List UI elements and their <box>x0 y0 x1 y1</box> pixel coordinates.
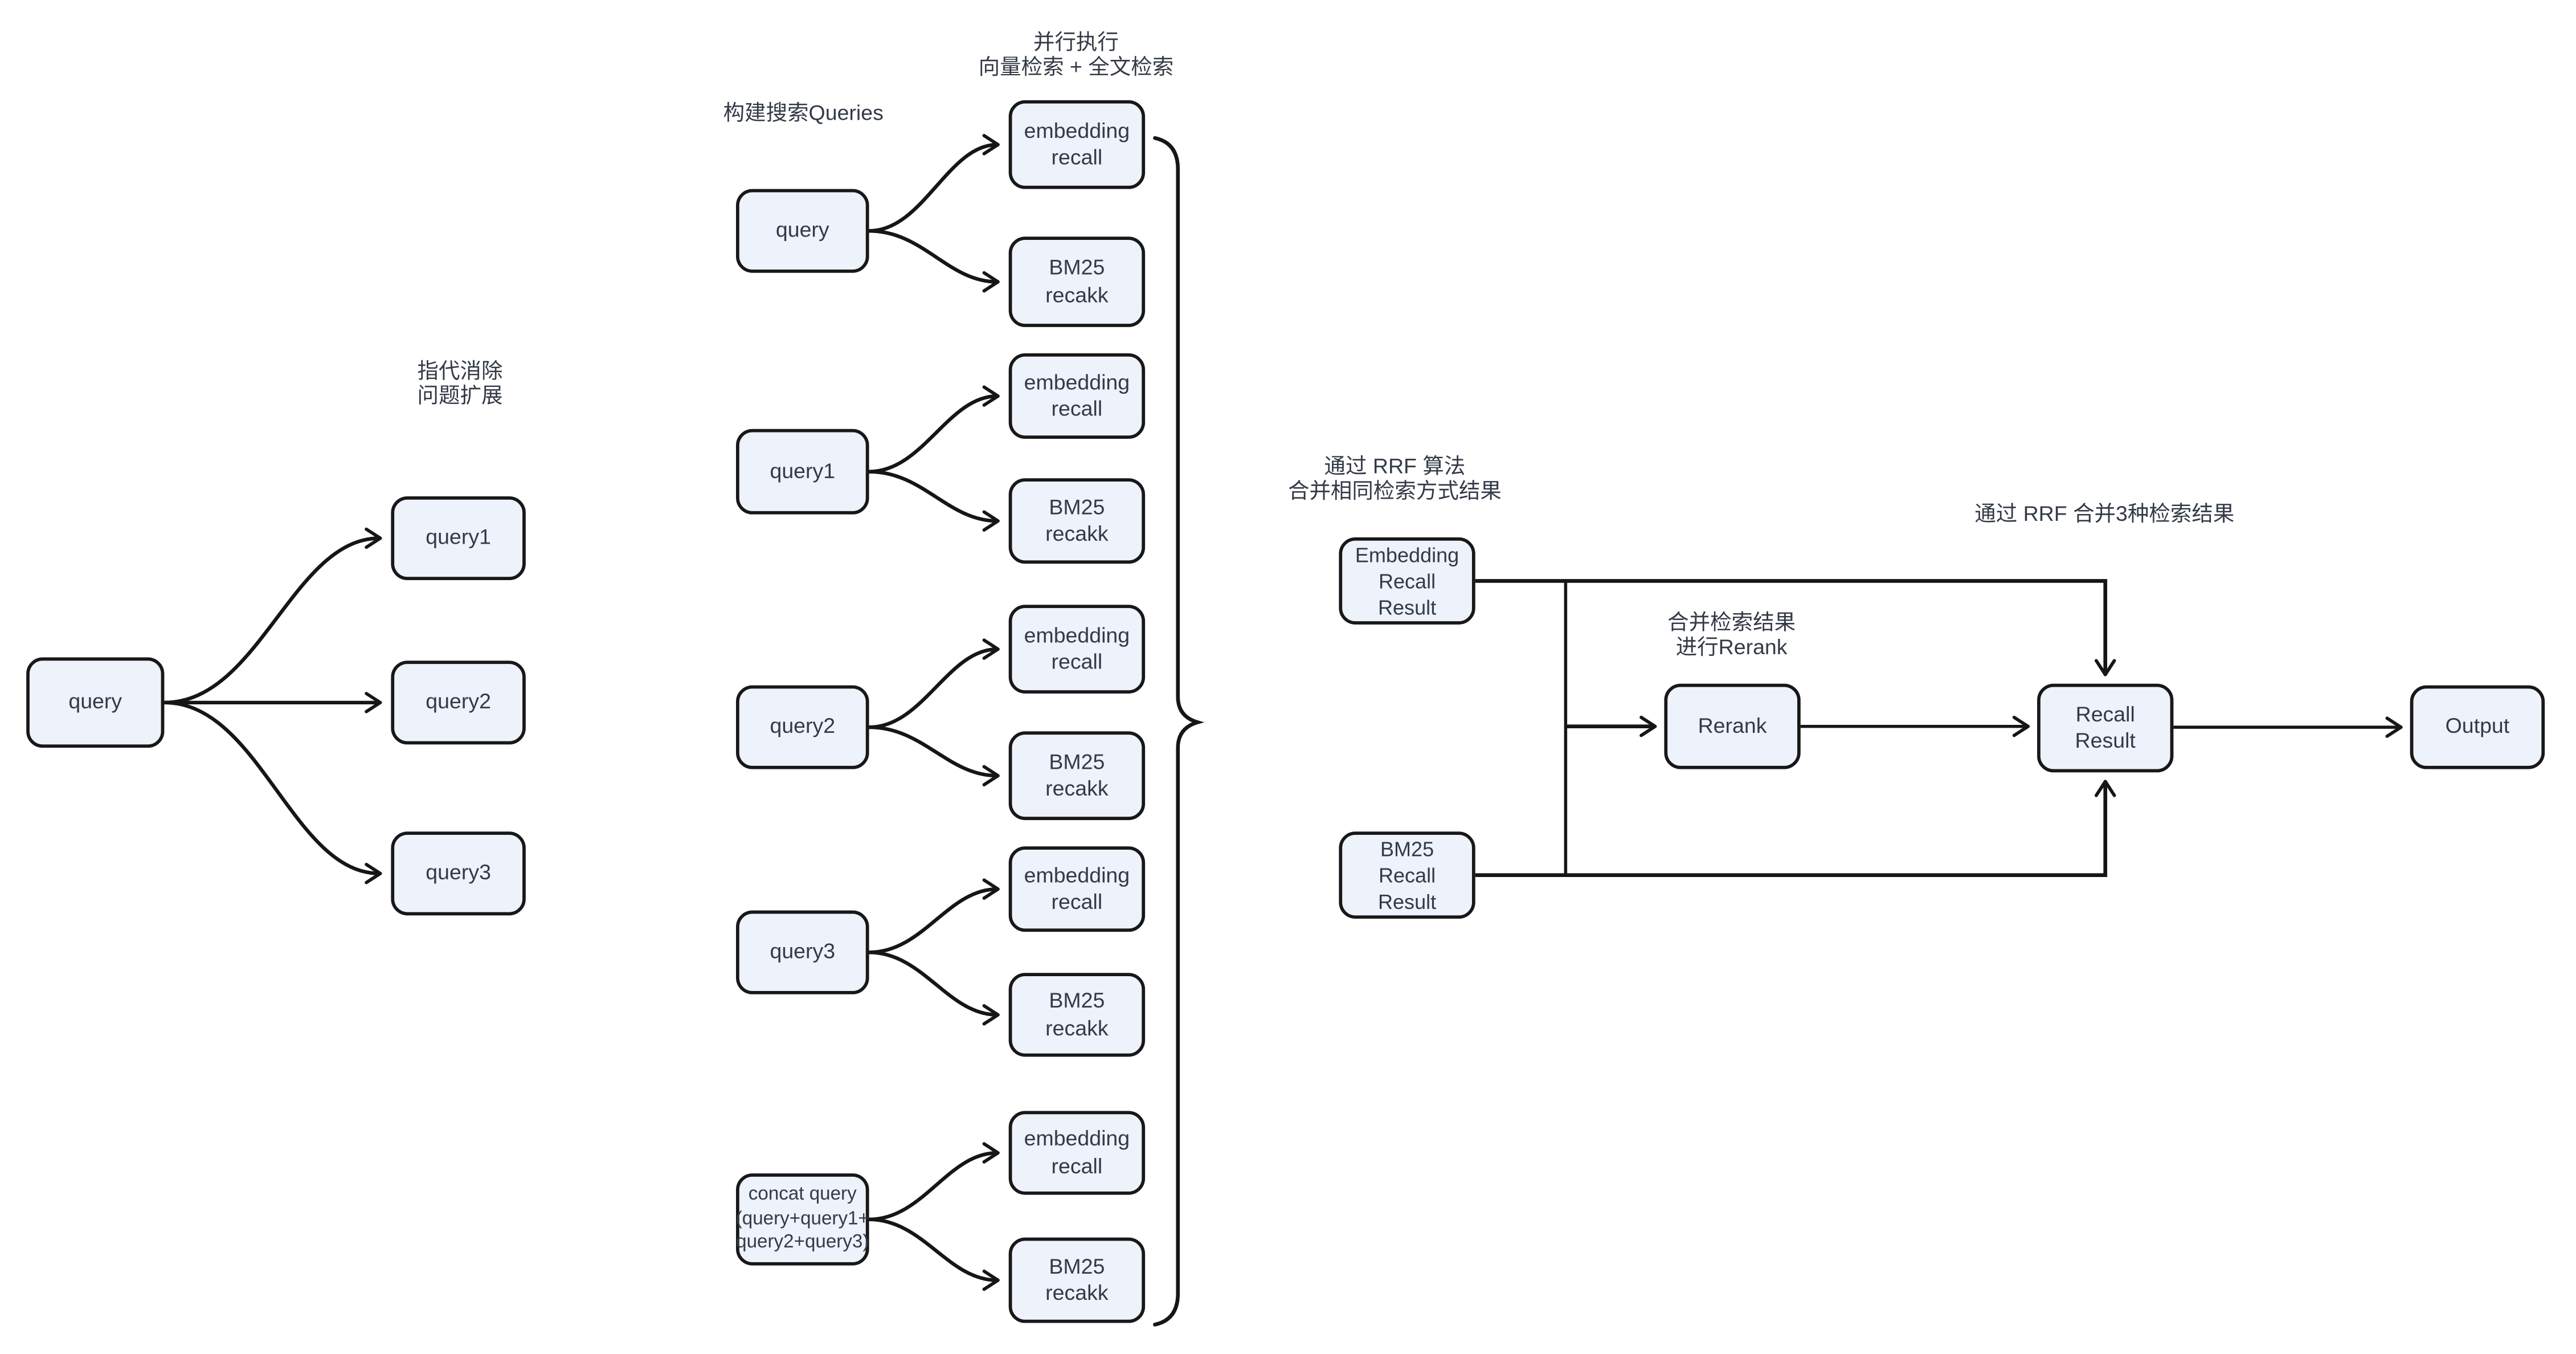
node-label-line: query <box>68 689 122 714</box>
note-line: 通过 RRF 算法 <box>1324 453 1466 479</box>
node-label-line: Recall <box>1378 569 1436 593</box>
node-label-line: recakk <box>1045 1014 1109 1040</box>
node-bm25-recall-1[interactable]: BM25 recakk <box>1008 478 1146 564</box>
node-label-line: recakk <box>1045 521 1109 546</box>
node-label-line: query2 <box>770 713 836 739</box>
node-label-line: Result <box>1377 890 1437 913</box>
note-rrf-merge-3: 通过 RRF 合并3种检索结果 <box>1974 501 2234 526</box>
arrow-concatquery-to-bm25 <box>869 1217 1000 1291</box>
note-line: 并行执行 <box>1033 29 1119 55</box>
node-embedding-recall-3[interactable]: embedding recall <box>1008 846 1146 932</box>
node-label-line: recall <box>1051 396 1103 421</box>
node-label-line: BM25 <box>1049 1253 1105 1278</box>
node-label-line: Result <box>1377 596 1437 619</box>
node-embedding-recall-1[interactable]: embedding recall <box>1008 353 1146 439</box>
line-bm25-result-to-recall-result-bottom <box>1475 780 2116 877</box>
node-label-line: Recall <box>1378 863 1436 887</box>
node-label-line: embedding <box>1024 1125 1130 1151</box>
arrow-midquery1-to-embedding <box>869 385 1000 474</box>
node-label-line: query3 <box>770 939 836 964</box>
arrow-midquery1-to-bm25 <box>869 470 1000 532</box>
note-line: 合并相同检索方式结果 <box>1287 478 1502 503</box>
node-label-line: (query+query1+ <box>735 1209 869 1229</box>
node-embedding-recall-2[interactable]: embedding recall <box>1008 605 1146 694</box>
node-label-line: recall <box>1051 889 1103 914</box>
node-concat-query[interactable]: concat query (query+query1+ query2+query… <box>735 1173 869 1266</box>
node-embedding-recall-4[interactable]: embedding recall <box>1008 1111 1146 1195</box>
note-rrf-same-method: 通过 RRF 算法 合并相同检索方式结果 <box>1288 454 1502 503</box>
note-line: 指代消除 <box>417 358 503 383</box>
node-label-line: recakk <box>1045 1280 1109 1305</box>
node-bm25-recall-2[interactable]: BM25 recakk <box>1008 731 1146 821</box>
node-left-query3[interactable]: query3 <box>391 831 526 916</box>
node-label-line: recakk <box>1045 282 1109 307</box>
arrow-midquery0-to-bm25 <box>869 229 1000 293</box>
node-bm25-recall-3[interactable]: BM25 recakk <box>1008 973 1146 1057</box>
node-label-line: BM25 <box>1049 255 1105 280</box>
node-label-line: query <box>775 217 829 242</box>
node-output[interactable]: Output <box>2410 685 2545 769</box>
node-label-line: Embedding <box>1355 543 1459 566</box>
note-line: 构建搜索Queries <box>723 100 884 125</box>
node-label-line: recakk <box>1045 776 1109 801</box>
note-line: 合并检索结果 <box>1667 609 1796 635</box>
arrow-query-to-query1 <box>164 527 382 705</box>
node-label-line: query1 <box>770 458 836 483</box>
node-mid-query[interactable]: query <box>735 189 869 273</box>
node-label-line: query3 <box>426 860 491 885</box>
node-rerank[interactable]: Rerank <box>1664 683 1801 769</box>
note-line: 通过 RRF 合并3种检索结果 <box>1974 501 2235 526</box>
curly-brace <box>1153 136 1205 1327</box>
arrow-midquery2-to-bm25 <box>869 725 1000 786</box>
line-embedding-result-to-recall-result-top <box>1475 579 2116 676</box>
note-line: 进行Rerank <box>1675 634 1788 659</box>
arrow-midquery3-to-bm25 <box>869 951 1000 1026</box>
node-left-query[interactable]: query <box>26 657 165 748</box>
note-parallel-execution: 并行执行 向量检索 + 全文检索 <box>979 30 1174 79</box>
node-label-line: query2+query3) <box>736 1233 869 1253</box>
node-label-line: recall <box>1051 649 1103 674</box>
node-left-query1[interactable]: query1 <box>391 496 526 581</box>
node-embedding-recall-result[interactable]: Embedding Recall Result <box>1339 537 1475 625</box>
arrow-midquery3-to-embedding <box>869 878 1000 955</box>
node-mid-query2[interactable]: query2 <box>735 685 869 769</box>
node-label-line: query2 <box>426 689 491 714</box>
node-left-query2[interactable]: query2 <box>391 660 526 745</box>
note-line: 问题扩展 <box>417 382 503 408</box>
node-label-line: embedding <box>1024 369 1130 394</box>
node-embedding-recall-0[interactable]: embedding recall <box>1008 100 1146 189</box>
node-label-line: BM25 <box>1049 988 1105 1013</box>
node-label-line: concat query <box>748 1185 857 1205</box>
arrow-midquery0-to-embedding <box>869 134 1000 233</box>
node-bm25-recall-0[interactable]: BM25 recakk <box>1008 236 1146 327</box>
node-recall-result[interactable]: Recall Result <box>2037 683 2174 773</box>
arrow-query-to-query3 <box>164 700 382 884</box>
node-label-line: embedding <box>1024 117 1130 142</box>
node-label-line: embedding <box>1024 862 1130 887</box>
node-mid-query1[interactable]: query1 <box>735 429 869 515</box>
node-label-line: query1 <box>426 524 491 549</box>
node-label-line: Rerank <box>1698 712 1767 738</box>
note-line: 向量检索 + 全文检索 <box>978 54 1174 79</box>
arrow-concatquery-to-embedding <box>869 1142 1000 1222</box>
node-bm25-recall-4[interactable]: BM25 recakk <box>1008 1237 1146 1323</box>
node-label-line: Recall <box>2075 700 2135 726</box>
node-label-line: Result <box>2075 728 2136 753</box>
node-label-line: embedding <box>1024 622 1130 647</box>
node-label-line: recall <box>1051 144 1103 170</box>
node-mid-query3[interactable]: query3 <box>735 910 869 994</box>
note-coreference-expansion: 指代消除 问题扩展 <box>417 358 502 408</box>
note-merge-rerank: 合并检索结果 进行Rerank <box>1667 610 1796 659</box>
node-bm25-recall-result[interactable]: BM25 Recall Result <box>1339 831 1475 919</box>
node-label-line: BM25 <box>1380 837 1434 860</box>
node-label-line: BM25 <box>1049 748 1105 773</box>
arrow-midquery2-to-embedding <box>869 638 1000 729</box>
node-label-line: BM25 <box>1049 494 1105 519</box>
note-build-queries: 构建搜索Queries <box>723 100 884 125</box>
node-label-line: Output <box>2445 713 2510 739</box>
node-label-line: recall <box>1051 1153 1103 1178</box>
